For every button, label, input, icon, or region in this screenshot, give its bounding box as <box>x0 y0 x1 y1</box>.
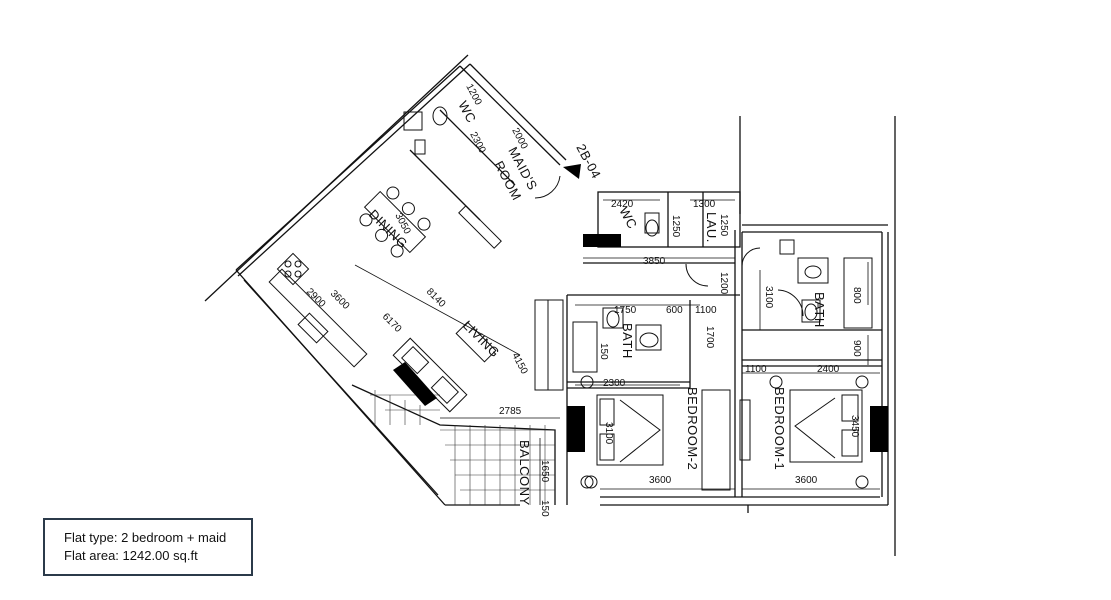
dimension-lines <box>354 199 880 505</box>
dim-1700: 1700 <box>704 326 715 349</box>
dim-6170: 6170 <box>380 311 404 335</box>
dim-1650: 1650 <box>539 460 550 483</box>
label-bedroom-1: BEDROOM-1 <box>772 387 787 470</box>
outer-walls <box>204 54 896 556</box>
label-bath-1: BATH <box>812 292 827 328</box>
flat-info-box: Flat type: 2 bedroom + maid Flat area: 1… <box>43 518 253 576</box>
dim-600: 600 <box>666 305 683 316</box>
dim-1100a: 1100 <box>695 305 717 316</box>
dim-2420: 2420 <box>611 199 634 210</box>
dim-3850: 3850 <box>643 256 666 267</box>
dim-3600-b1: 3600 <box>795 475 818 486</box>
label-living: LIVING <box>460 318 503 361</box>
dim-3100: 3100 <box>763 286 774 309</box>
label-balcony: BALCONY <box>517 440 532 506</box>
dim-3600-kitchen: 3600 <box>328 288 352 312</box>
dim-2400: 2400 <box>817 364 840 375</box>
bed-1 <box>789 389 863 463</box>
dim-8140: 8140 <box>424 286 448 310</box>
furniture <box>268 106 873 491</box>
living-table <box>455 321 497 363</box>
dining-sideboard <box>458 205 502 249</box>
dim-1300: 1300 <box>693 199 716 210</box>
dim-900: 900 <box>851 340 862 357</box>
dim-150-balcony: 150 <box>539 500 550 517</box>
dim-1200b: 1200 <box>718 272 729 295</box>
dim-1250b: 1250 <box>718 214 729 237</box>
dim-2785: 2785 <box>499 406 522 417</box>
bed-2 <box>596 394 664 466</box>
flat-area: Flat area: 1242.00 sq.ft <box>64 548 198 563</box>
dim-800: 800 <box>851 287 862 304</box>
dim-2300: 2300 <box>467 130 487 155</box>
dim-1750: 1750 <box>614 305 637 316</box>
kitchen-counter <box>268 268 368 368</box>
dining-table <box>359 186 431 258</box>
dim-1250: 1250 <box>670 215 681 238</box>
balcony-tiles <box>370 390 555 505</box>
label-bath-2: BATH <box>620 323 635 359</box>
dim-2300b: 2300 <box>603 378 626 389</box>
dim-3600-b2: 3600 <box>649 475 672 486</box>
solid-elements <box>393 164 888 452</box>
dim-150: 150 <box>598 343 609 360</box>
label-laundry: LAU. <box>704 212 719 243</box>
dim-2900: 2900 <box>304 286 328 310</box>
label-bedroom-2: BEDROOM-2 <box>685 387 700 470</box>
dim-3450: 3450 <box>849 415 860 438</box>
dim-3100b: 3100 <box>603 422 614 445</box>
dim-4150: 4150 <box>509 351 529 376</box>
flat-type: Flat type: 2 bedroom + maid <box>64 530 227 545</box>
dim-1100b: 1100 <box>745 364 767 375</box>
